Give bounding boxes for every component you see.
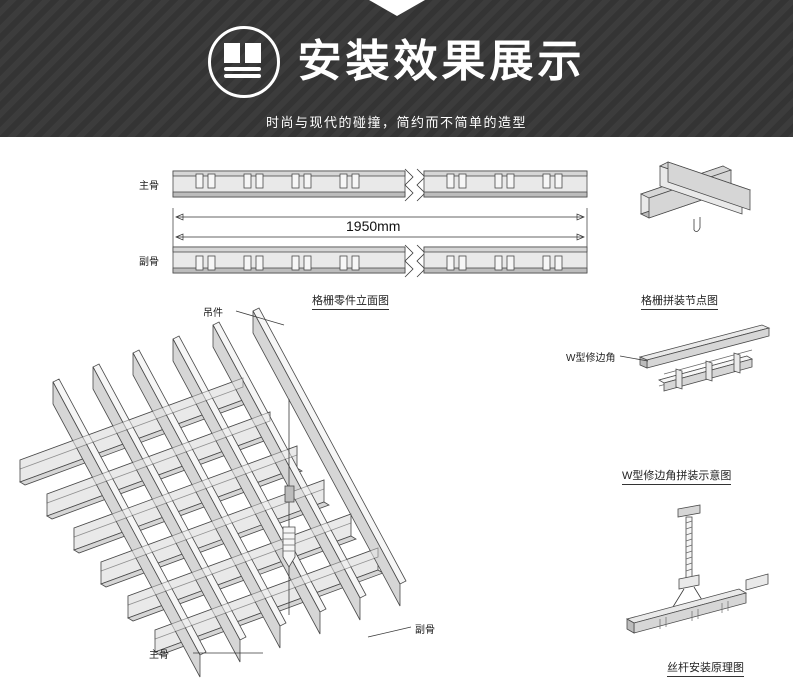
caption-elevation: 格栅零件立面图 [312,292,389,310]
diagram-assembly [19,307,412,678]
logo-title-row: 安装效果展示 [0,26,793,98]
page-title: 安装效果展示 [297,37,586,86]
label-sub-keel-elevation: 副骨 [139,257,159,268]
header-banner: 安装效果展示 时尚与现代的碰撞，简约而不简单的造型 [0,0,793,137]
label-main-keel-elevation: 主骨 [139,181,159,192]
label-sub-keel-assembly: 副骨 [415,625,435,636]
diagram-elevation [172,168,588,278]
label-w-edge: W型修边角 [566,353,616,364]
diagram-canvas [19,161,771,678]
caption-w-edge: W型修边角拼装示意图 [622,467,732,485]
diagram-area: 主骨 副骨 1950mm 格栅零件立面图 格栅拼装节点图 W型修边角 W型修边角… [0,137,793,692]
dimension-value: 1950mm [340,218,407,234]
label-main-keel-assembly: 主骨 [149,650,169,661]
diagram-joint [639,161,752,232]
page-subtitle: 时尚与现代的碰撞，简约而不简单的造型 [265,115,527,130]
caption-joint: 格栅拼装节点图 [641,292,718,310]
hand-holding-panel-icon [207,26,280,98]
diagram-screw-rod [625,504,769,634]
banner-inner: 安装效果展示 时尚与现代的碰撞，简约而不简单的造型 [0,26,793,131]
label-hanger: 吊件 [203,308,223,319]
caption-screw-rod: 丝杆安装原理图 [667,659,744,677]
triangle-down-icon [368,0,425,16]
diagram-w-edge [619,324,771,392]
